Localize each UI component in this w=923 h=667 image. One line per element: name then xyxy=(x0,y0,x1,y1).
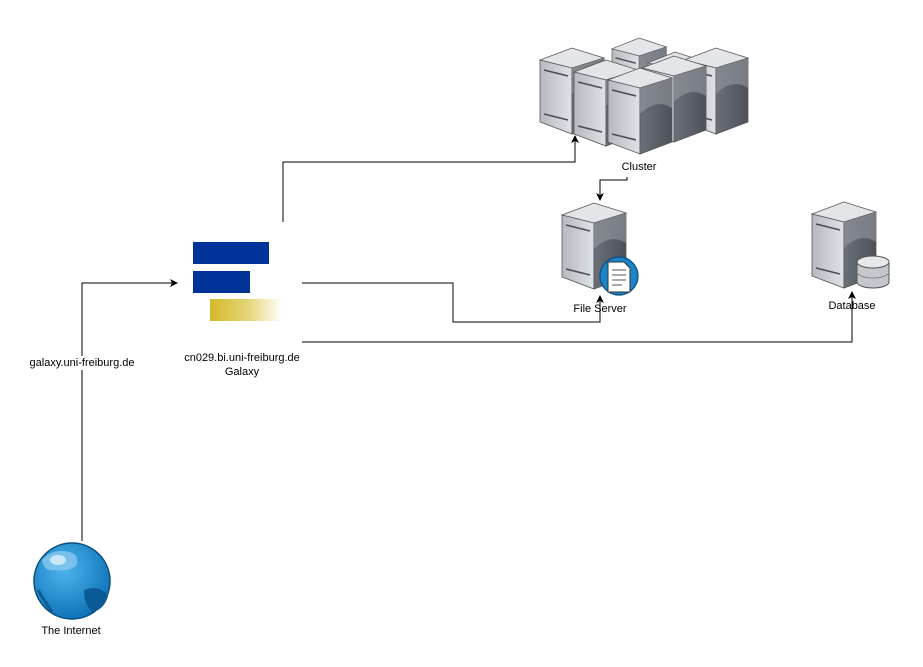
connector-galaxy-to-file-server xyxy=(302,282,604,323)
internet-label: The Internet xyxy=(41,625,101,637)
server-cluster-icon xyxy=(539,37,749,155)
file-server-label: File Server xyxy=(573,303,627,315)
connector-cluster-to-file-server xyxy=(596,177,628,201)
database-server-icon xyxy=(811,201,890,289)
globe-icon xyxy=(33,542,111,620)
file-server-icon xyxy=(561,202,639,296)
galaxy-logo-icon xyxy=(193,242,282,321)
galaxy-name-label: Galaxy xyxy=(224,366,260,378)
connector-galaxy-to-cluster xyxy=(282,135,579,222)
database-label: Database xyxy=(828,300,876,312)
connector-galaxy-to-database xyxy=(302,291,856,343)
edge-label-galaxy-url: galaxy.uni-freiburg.de xyxy=(22,356,142,370)
connector-internet-to-galaxy xyxy=(81,279,178,541)
galaxy-host-label: cn029.bi.uni-freiburg.de xyxy=(184,352,300,364)
cluster-label: Cluster xyxy=(621,161,657,173)
